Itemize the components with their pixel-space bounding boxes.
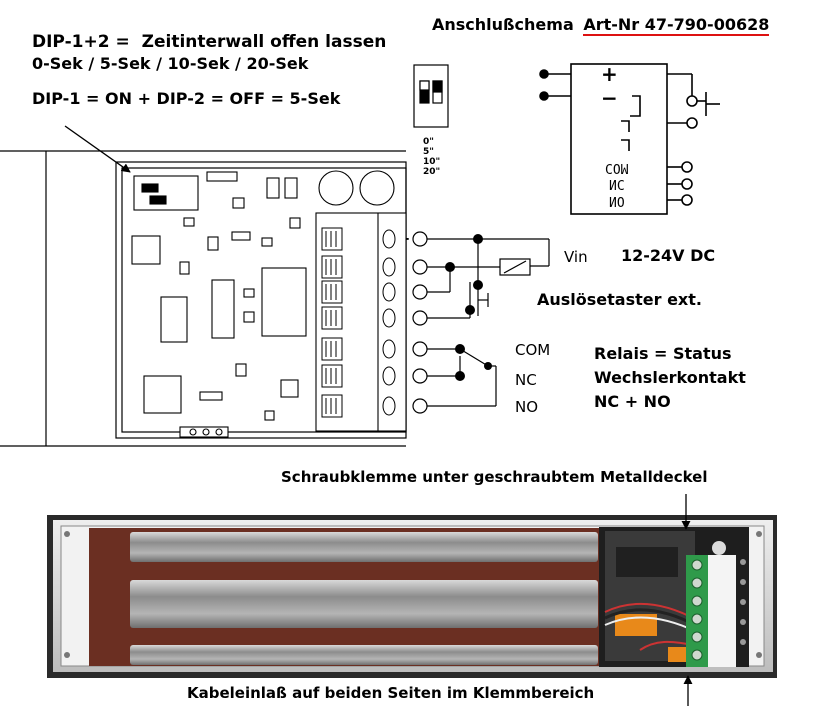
photo-screws [691,559,703,661]
dip-time-0: 0" [423,137,434,147]
relay-line-2: Wechslerkontakt [594,368,746,387]
terminal-screw [382,282,396,302]
photo-top-caption: Schraubklemme unter geschraubtem Metalld… [281,468,708,486]
schema-label: Anschlußchema [432,15,574,34]
block-minus: − [601,86,618,110]
terminal-screw [382,308,396,328]
wiring-lines [427,238,550,407]
wiring-nodes [445,234,492,381]
terminal-cell [321,394,343,418]
block-plus: + [601,62,618,86]
connection-schematic [544,63,720,215]
dip-heading-label: DIP-1+2 = [32,32,130,52]
dip-time-20: 20" [423,167,441,177]
terminal-screw [382,229,396,249]
terminal-screw [382,396,396,416]
terminal-cell [321,227,343,251]
dip-time-10: 10" [423,157,441,167]
dip-pointer-arrow [64,125,131,173]
terminal-cell [321,280,343,304]
pcb-dip-switch [133,175,199,211]
relay-line-3: NC + NO [594,392,671,411]
voltage-label: 12-24V DC [621,246,716,265]
terminal-screw [382,339,396,359]
dip-times: 0-Sek / 5-Sek / 10-Sek / 20-Sek [32,54,309,73]
terminal-cell [321,337,343,361]
terminal-cell [321,364,343,388]
relay-line-1: Relais = Status [594,344,732,363]
dip-times-list: 0" 5" 10" 20" [423,137,440,177]
wiring-terminals [412,231,428,414]
schematic-nodes [539,69,698,206]
terminal-cell [321,306,343,330]
vin-label: Vin [564,248,588,266]
dip-time-5: 5" [423,147,434,157]
photo-terminal-screw [691,613,703,625]
photo-terminal-screw [691,559,703,571]
photo-bottom-caption: Kabeleinlaß auf beiden Seiten im Klemmbe… [187,684,595,702]
nc-label: NC [515,371,537,389]
caption-arrows [681,494,693,706]
terminal-cell [321,255,343,279]
dip-example: DIP-1 = ON + DIP-2 = OFF = 5-Sek [32,89,341,108]
terminal-screw [382,366,396,386]
dip-heading: DIP-1+2 = Zeitinterwall offen lassen [32,32,386,52]
dip-heading-rest: Zeitinterwall offen lassen [141,32,387,52]
photo-terminal-screw [691,631,703,643]
com-label: COM [515,341,551,359]
terminal-screw [382,257,396,277]
photo-terminal-screw [691,649,703,661]
no-label: NO [515,398,539,416]
photo-terminal-screw [691,577,703,589]
photo-terminal-screw [691,595,703,607]
terminal-cells [321,227,396,418]
magnet-photo [47,515,777,678]
dip-switch-drawing [413,64,449,128]
trigger-label: Auslösetaster ext. [537,290,702,309]
schema-title: Anschlußchema Art-Nr 47-790-00628 [432,15,770,36]
art-number: Art-Nr 47-790-00628 [583,15,770,36]
pcb-components [131,170,395,438]
